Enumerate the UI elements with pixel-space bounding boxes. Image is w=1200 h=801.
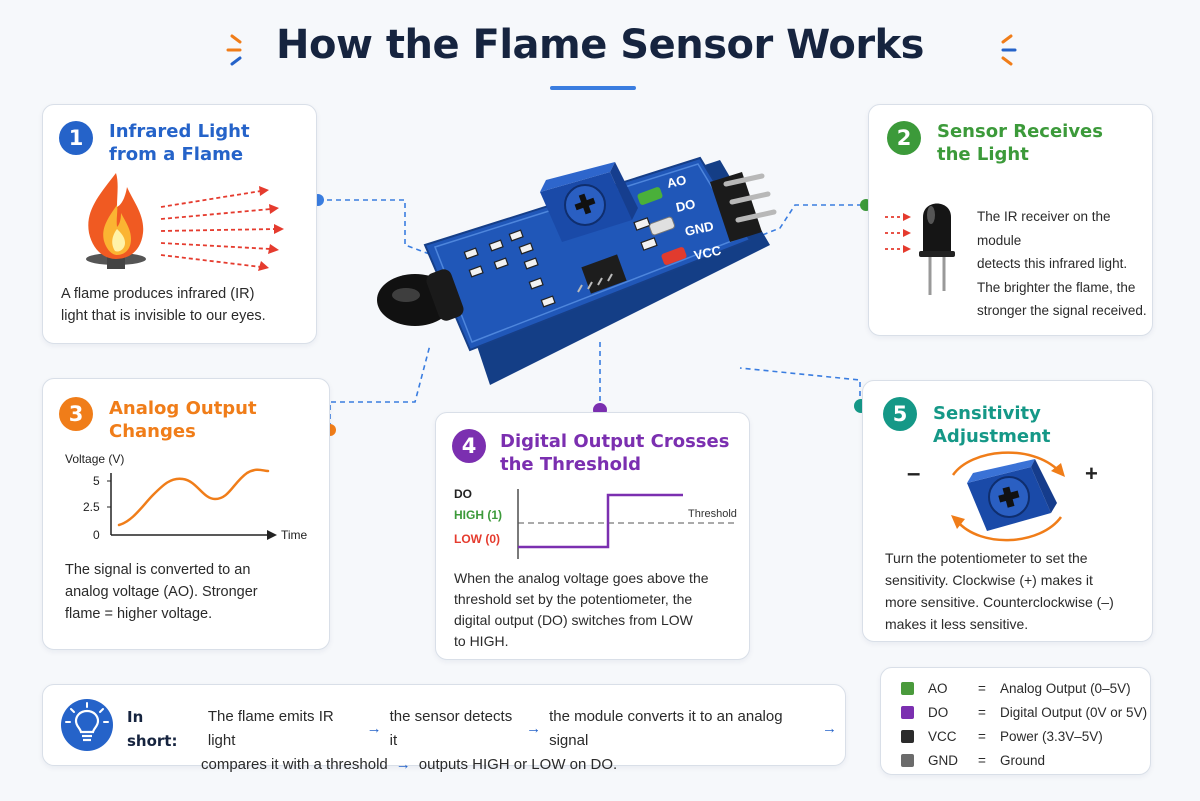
legend-row-vcc: VCC = Power (3.3V–5V) bbox=[901, 724, 1150, 748]
page-title: How the Flame Sensor Works bbox=[276, 22, 924, 68]
connector-step3 bbox=[329, 344, 431, 428]
left-spark-icon bbox=[226, 34, 242, 66]
step-4-card: 4 Digital Output Crosses the Threshold D… bbox=[435, 412, 750, 660]
digital-output-signal bbox=[518, 493, 683, 549]
pin-label-gnd: GND bbox=[684, 218, 715, 239]
summary-box: In short: The flame emits IR light → the… bbox=[42, 684, 846, 773]
step-1-badge: 1 bbox=[59, 121, 93, 155]
step-1-title: Infrared Light from a Flame bbox=[109, 121, 250, 165]
increase-sign: + bbox=[1085, 461, 1098, 486]
step-5-badge: 5 bbox=[883, 397, 917, 431]
digital-output-chart: DO HIGH (1) LOW (0) Threshold bbox=[454, 487, 738, 559]
decrease-sign: – bbox=[907, 460, 920, 487]
step-2-card: 2 Sensor Receives the Light The IR recei… bbox=[868, 104, 1153, 336]
step-2-badge: 2 bbox=[887, 121, 921, 155]
step-2-description: The IR receiver on the module detects th… bbox=[977, 209, 1147, 318]
step-4-title: Digital Output Crosses the Threshold bbox=[500, 431, 730, 475]
legend-swatch-gnd bbox=[901, 753, 914, 767]
ir-receiver-led-icon bbox=[885, 203, 955, 295]
right-spark-icon bbox=[1001, 34, 1017, 66]
step-3-badge: 3 bbox=[59, 397, 93, 431]
flame-sensor-module-illustration: AO DO GND VCC bbox=[377, 156, 777, 385]
ic-chip-icon bbox=[577, 254, 627, 294]
step-5-card: 5 Sensitivity Adjustment – + Turn the po… bbox=[862, 380, 1153, 642]
step-2-title: Sensor Receives the Light bbox=[937, 121, 1103, 165]
step-5-title: Sensitivity Adjustment bbox=[933, 403, 1051, 447]
title-underline bbox=[550, 86, 636, 90]
legend-row-do: DO = Digital Output (0V or 5V) bbox=[901, 700, 1150, 724]
summary-arrow: → bbox=[395, 756, 411, 773]
summary-line-1: In short: The flame emits IR light → the… bbox=[127, 705, 845, 753]
summary-arrow: → bbox=[366, 720, 382, 737]
potentiometer-icon bbox=[540, 162, 638, 242]
pin-legend: AO = Analog Output (0–5V) DO = Digital O… bbox=[880, 667, 1151, 775]
pin-label-ao: AO bbox=[666, 172, 688, 191]
analog-chart-ytick-0: 0 bbox=[93, 528, 100, 542]
step-1-card: 1 Infrared Light from a Flame A flame pr… bbox=[42, 104, 317, 344]
analog-output-chart: Voltage (V) 5 2.5 0 Time bbox=[65, 452, 308, 542]
ir-receiver-icon bbox=[377, 269, 464, 326]
legend-swatch-do bbox=[901, 705, 914, 719]
smd-components bbox=[463, 217, 658, 308]
step-4-description: When the analog voltage goes above the t… bbox=[454, 570, 709, 649]
pin-label-do: DO bbox=[675, 196, 697, 215]
step-3-title: Analog Output Changes bbox=[109, 398, 257, 442]
summary-arrow: → bbox=[526, 720, 542, 737]
summary-text: In short: The flame emits IR light → the… bbox=[127, 705, 845, 777]
connector-step2 bbox=[749, 204, 862, 241]
analog-voltage-curve bbox=[117, 468, 270, 527]
step-5-description: Turn the potentiometer to set the sensit… bbox=[885, 550, 1114, 632]
analog-chart-xlabel: Time bbox=[281, 528, 308, 542]
step-4-badge: 4 bbox=[452, 429, 486, 463]
digital-chart-threshold-label: Threshold bbox=[688, 508, 737, 520]
digital-chart-pin-label: DO bbox=[454, 487, 472, 501]
analog-chart-ytick-5: 5 bbox=[93, 474, 100, 488]
step-1-description: A flame produces infrared (IR) light tha… bbox=[61, 286, 266, 324]
step-3-card: 3 Analog Output Changes Voltage (V) 5 2.… bbox=[42, 378, 330, 650]
summary-line-2: compares it with a threshold → outputs H… bbox=[127, 753, 845, 777]
summary-label: In short: bbox=[127, 708, 178, 750]
legend-row-gnd: GND = Ground bbox=[901, 748, 1150, 772]
connector-step1 bbox=[318, 199, 441, 259]
lightbulb-icon bbox=[61, 699, 113, 751]
legend-row-ao: AO = Analog Output (0–5V) bbox=[901, 676, 1150, 700]
potentiometer-adjust-icon: – + bbox=[907, 451, 1098, 542]
led-indicators bbox=[637, 187, 687, 265]
digital-chart-low-label: LOW (0) bbox=[454, 532, 500, 546]
flame-emitting-ir-icon bbox=[86, 173, 284, 271]
header-pins-icon bbox=[710, 172, 777, 242]
summary-arrow: → bbox=[821, 720, 837, 737]
digital-chart-high-label: HIGH (1) bbox=[454, 508, 502, 522]
analog-chart-ytick-2_5: 2.5 bbox=[83, 500, 100, 514]
analog-chart-ylabel: Voltage (V) bbox=[65, 452, 124, 466]
legend-swatch-ao bbox=[901, 681, 914, 695]
legend-swatch-vcc bbox=[901, 729, 914, 743]
step-3-description: The signal is converted to an analog vol… bbox=[65, 562, 258, 622]
pin-label-vcc: VCC bbox=[693, 242, 724, 263]
